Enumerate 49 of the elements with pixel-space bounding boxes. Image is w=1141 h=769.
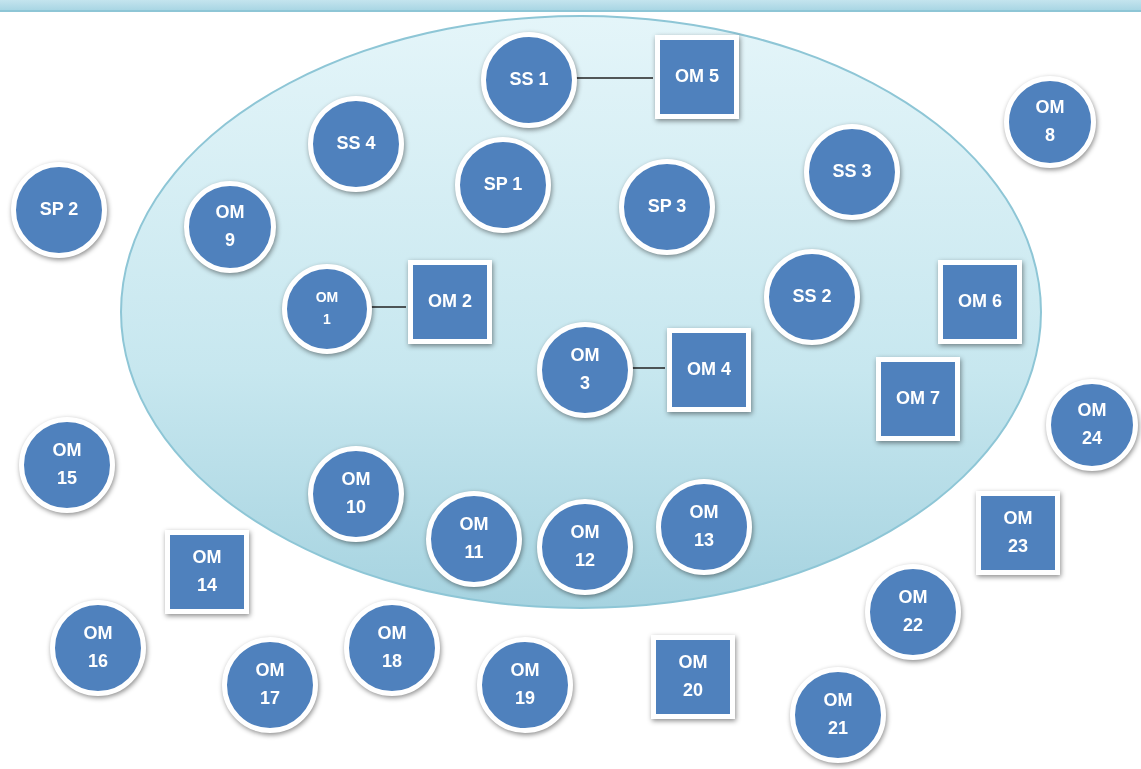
circle-node — [426, 491, 522, 587]
square-node — [408, 260, 492, 344]
circle-node — [308, 96, 404, 192]
node-label: SS 3 — [832, 160, 872, 184]
node-label: SP 2 — [39, 198, 79, 222]
circle-node — [656, 479, 752, 575]
node-label: OM 17 — [254, 659, 286, 710]
circle-node — [537, 499, 633, 595]
node-label: OM 23 — [1002, 507, 1034, 558]
circle-node — [619, 159, 715, 255]
circle-node — [804, 124, 900, 220]
node-label: SS 2 — [792, 285, 832, 309]
node-label: OM 6 — [958, 290, 1002, 314]
node-label: OM 9 — [214, 201, 246, 252]
circle-node — [455, 137, 551, 233]
node-label: OM 11 — [458, 513, 490, 564]
node-label: OM 2 — [428, 290, 472, 314]
circle-node — [537, 322, 633, 418]
circle-node — [184, 181, 276, 273]
node-label: OM 5 — [675, 65, 719, 89]
square-node — [655, 35, 739, 119]
node-label: OM 16 — [82, 622, 114, 673]
node-label: OM 13 — [688, 501, 720, 552]
square-node — [667, 328, 751, 412]
node-label: OM 19 — [509, 659, 541, 710]
circle-node — [481, 32, 577, 128]
node-label: OM 22 — [897, 586, 929, 637]
square-node — [876, 357, 960, 441]
node-label: OM 7 — [896, 387, 940, 411]
node-label: OM 21 — [822, 689, 854, 740]
circle-node — [764, 249, 860, 345]
node-label: OM 8 — [1034, 96, 1066, 147]
square-node — [938, 260, 1022, 344]
node-label: OM 18 — [376, 622, 408, 673]
node-label: SS 4 — [336, 132, 376, 156]
node-label: OM 10 — [340, 468, 372, 519]
node-label: OM 3 — [569, 344, 601, 395]
node-label: OM 14 — [191, 546, 223, 597]
node-label: OM 15 — [51, 439, 83, 490]
node-label: SP 1 — [483, 173, 523, 197]
node-label: OM 4 — [687, 358, 731, 382]
circle-node — [282, 264, 372, 354]
node-label: OM 20 — [677, 651, 709, 702]
node-label: SP 3 — [647, 195, 687, 219]
node-label: OM 24 — [1076, 399, 1108, 450]
circle-node — [308, 446, 404, 542]
node-label: SS 1 — [509, 68, 549, 92]
node-label: OM 1 — [314, 288, 340, 329]
node-label: OM 12 — [569, 521, 601, 572]
